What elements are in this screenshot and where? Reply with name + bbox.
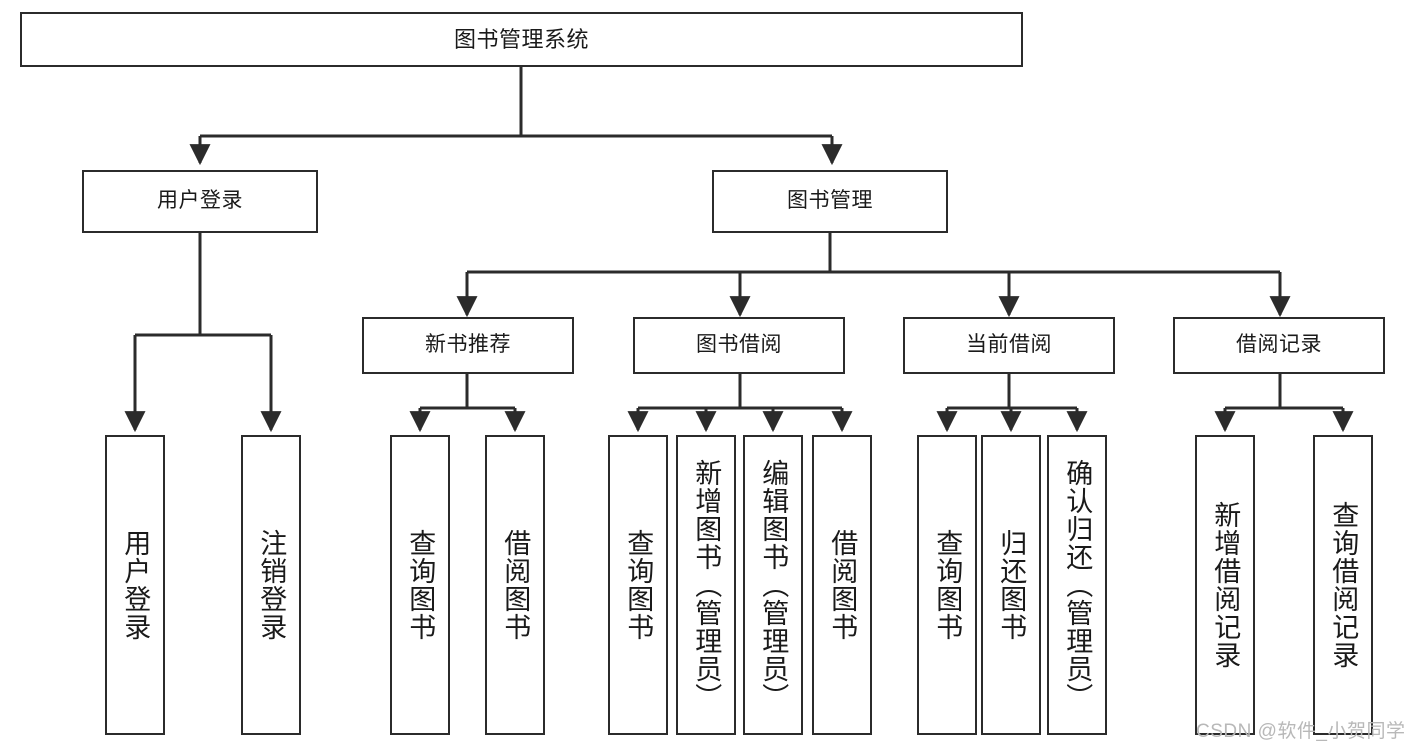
leaf-logout[interactable]: 注销登录	[241, 435, 301, 735]
node-borrow-record[interactable]: 借阅记录	[1173, 317, 1385, 374]
node-book-borrow[interactable]: 图书借阅	[633, 317, 845, 374]
leaf-borrow-book-recommend[interactable]: 借阅图书	[485, 435, 545, 735]
node-label: 编辑图书（管理员）	[758, 459, 789, 711]
leaf-query-book-borrow[interactable]: 查询图书	[608, 435, 668, 735]
node-book-management[interactable]: 图书管理	[712, 170, 948, 233]
node-label: 图书管理系统	[453, 26, 589, 52]
node-user-login[interactable]: 用户登录	[82, 170, 318, 233]
node-label: 查询图书	[623, 529, 654, 641]
leaf-return-book[interactable]: 归还图书	[981, 435, 1041, 735]
node-current-borrow[interactable]: 当前借阅	[903, 317, 1115, 374]
node-label: 查询图书	[405, 529, 436, 641]
node-new-book-recommend[interactable]: 新书推荐	[362, 317, 574, 374]
node-label: 借阅记录	[1236, 333, 1322, 357]
leaf-user-login[interactable]: 用户登录	[105, 435, 165, 735]
leaf-add-borrow-record[interactable]: 新增借阅记录	[1195, 435, 1255, 735]
node-label: 新书推荐	[425, 333, 511, 357]
node-root-book-management-system[interactable]: 图书管理系统	[20, 12, 1023, 67]
csdn-watermark: CSDN @软件_小贺同学	[1196, 721, 1405, 742]
node-label: 查询图书	[932, 529, 963, 641]
node-label: 注销登录	[256, 529, 287, 641]
leaf-query-book-recommend[interactable]: 查询图书	[390, 435, 450, 735]
node-label: 图书管理	[787, 189, 873, 213]
leaf-query-borrow-record[interactable]: 查询借阅记录	[1313, 435, 1373, 735]
node-label: 用户登录	[120, 529, 151, 641]
node-label: 新增借阅记录	[1210, 501, 1241, 669]
node-label: 查询借阅记录	[1328, 501, 1359, 669]
node-label: 确认归还（管理员）	[1062, 459, 1093, 711]
leaf-borrow-book[interactable]: 借阅图书	[812, 435, 872, 735]
node-label: 新增图书（管理员）	[691, 459, 722, 711]
leaf-edit-book-admin[interactable]: 编辑图书（管理员）	[743, 435, 803, 735]
node-label: 用户登录	[157, 189, 243, 213]
leaf-query-book-current[interactable]: 查询图书	[917, 435, 977, 735]
node-label: 图书借阅	[696, 333, 782, 357]
leaf-confirm-return-admin[interactable]: 确认归还（管理员）	[1047, 435, 1107, 735]
node-label: 当前借阅	[966, 333, 1052, 357]
node-label: 借阅图书	[827, 529, 858, 641]
node-label: 归还图书	[996, 529, 1027, 641]
node-label: 借阅图书	[500, 529, 531, 641]
leaf-add-book-admin[interactable]: 新增图书（管理员）	[676, 435, 736, 735]
